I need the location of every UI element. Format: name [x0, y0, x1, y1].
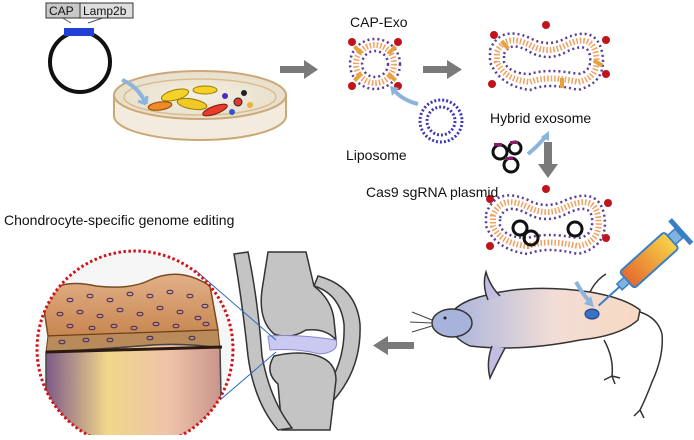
cap-exo-label: CAP-Exo: [350, 14, 408, 30]
curved-arrow-icon: [526, 134, 548, 156]
lamp2b-box: [79, 2, 134, 19]
zoom-line: [194, 269, 277, 341]
cap-exo-vesicle: [348, 37, 402, 91]
zoom-line: [219, 351, 277, 401]
syringe-icon: [597, 218, 694, 307]
mouse-body: [409, 269, 664, 419]
arrow-down-icon: [538, 142, 558, 178]
hybrid-exosome-vesicle: [488, 21, 610, 92]
cap-label: CAP: [49, 4, 74, 18]
hybrid-exosome-label: Hybrid exosome: [490, 110, 592, 126]
arrow-left-icon: [373, 336, 414, 355]
liposome-label: Liposome: [346, 147, 407, 163]
culture-dish: [113, 70, 287, 141]
chondrocyte-title: Chondrocyte-specific genome editing: [4, 212, 235, 228]
cas9-plasmid-label: Cas9 sgRNA plasmid: [366, 184, 499, 200]
loaded-hybrid-exosome: [484, 185, 612, 256]
cas9-plasmids: [491, 140, 523, 174]
knee-joint: [233, 251, 361, 431]
plasmid-construct: [45, 2, 134, 94]
arrow-right-icon: [423, 60, 462, 79]
plasmid-insert: [64, 28, 94, 36]
liposome-vesicle: [418, 98, 464, 144]
lamp2b-label: Lamp2b: [83, 4, 127, 18]
magnifier-circle-icon: [35, 249, 235, 440]
plasmid-ring: [48, 30, 112, 94]
arrow-right-icon: [280, 60, 318, 79]
curved-arrow-icon: [392, 88, 419, 106]
